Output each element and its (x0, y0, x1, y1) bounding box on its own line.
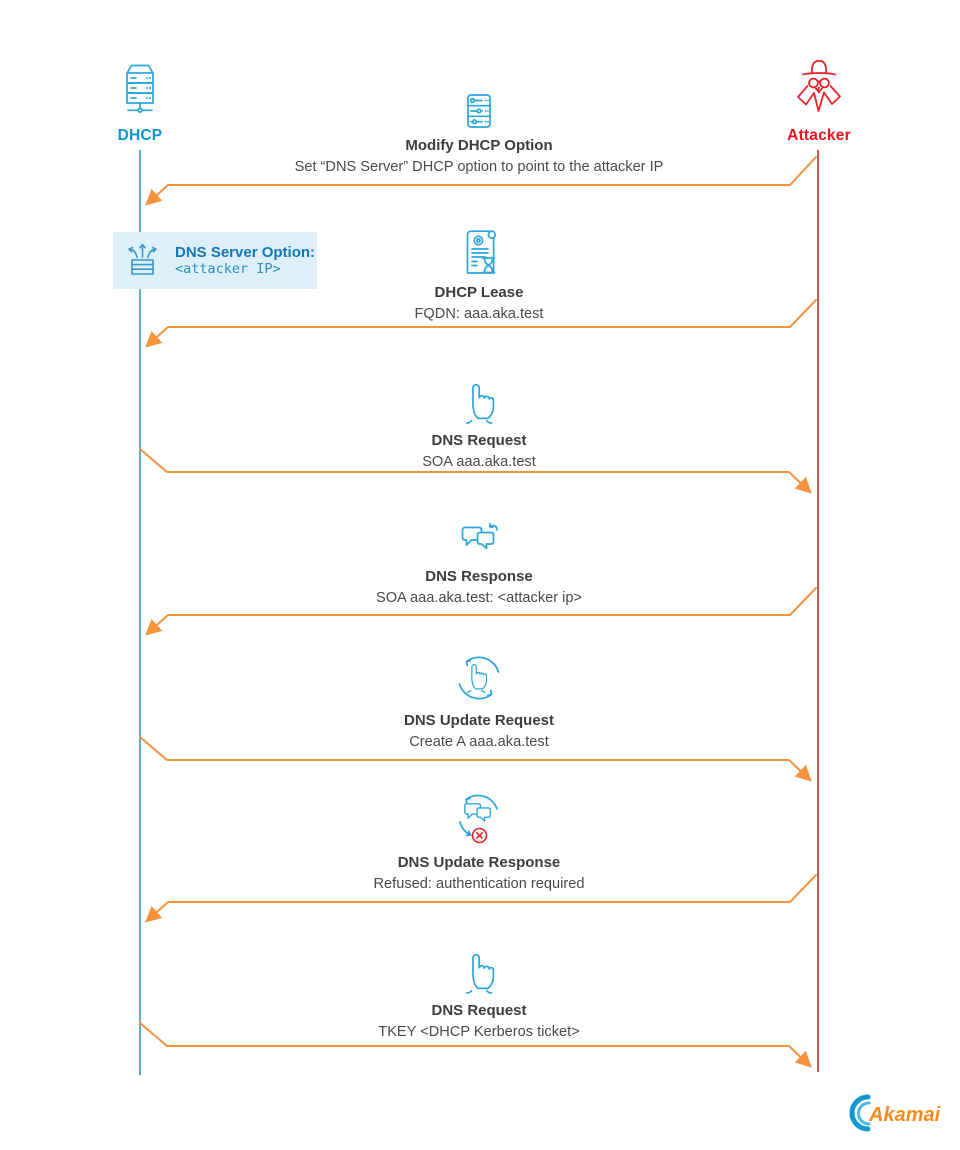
message-subtitle: Set “DNS Server” DHCP option to point to… (294, 159, 664, 175)
akamai-wordmark: Akamai (868, 1104, 941, 1126)
attacker-lifeline (817, 150, 819, 1072)
dhcp-lifeline (139, 150, 141, 1075)
actor-attacker-label: Attacker (787, 127, 851, 144)
message-dns-request-soa: DNS Request SOA aaa.aka.test (199, 379, 759, 470)
message-title: DNS Request (431, 432, 527, 449)
server-icon (116, 64, 164, 120)
note-value: <attacker IP> (175, 260, 281, 277)
akamai-logo: Akamai (842, 1092, 947, 1134)
actor-attacker: Attacker (779, 56, 859, 145)
message-title: DHCP Lease (434, 284, 524, 301)
chat-bubbles-icon (199, 521, 759, 561)
message-subtitle: SOA aaa.aka.test (422, 454, 536, 470)
actor-dhcp-label: DHCP (117, 127, 163, 144)
message-dns-response: DNS Response SOA aaa.aka.test: <attacker… (199, 521, 759, 606)
message-dns-update-response: DNS Update Response Refused: authenticat… (199, 791, 759, 892)
actor-dhcp: DHCP (100, 60, 180, 145)
message-title: Modify DHCP Option (405, 137, 553, 154)
message-subtitle: SOA aaa.aka.test: <attacker ip> (375, 590, 583, 606)
message-subtitle: Create A aaa.aka.test (409, 734, 549, 750)
message-title: DNS Update Request (403, 712, 555, 729)
note-title: DNS Server Option: (175, 243, 316, 261)
message-subtitle: TKEY <DHCP Kerberos ticket> (378, 1024, 580, 1040)
message-title: DNS Update Response (397, 854, 561, 871)
chat-refresh-error-icon (199, 791, 759, 847)
hand-click-icon (199, 379, 759, 425)
akamai-swoosh-inner (857, 1101, 871, 1126)
server-broadcast-icon (123, 237, 163, 284)
message-title: DNS Response (425, 568, 533, 585)
akamai-swoosh-outer (849, 1094, 871, 1132)
message-subtitle: FQDN: aaa.aka.test (414, 306, 544, 322)
message-dns-request-tkey: DNS Request TKEY <DHCP Kerberos ticket> (199, 949, 759, 1040)
spy-icon (791, 60, 847, 120)
message-subtitle: Refused: authentication required (373, 876, 585, 892)
lease-document-icon (199, 227, 759, 277)
hand-click-icon (199, 949, 759, 995)
message-dns-update-request: DNS Update Request Create A aaa.aka.test (199, 651, 759, 750)
message-modify-dhcp-option: Modify DHCP Option Set “DNS Server” DHCP… (199, 92, 759, 175)
dns-server-option-note: DNS Server Option: <attacker IP> (113, 232, 317, 289)
hand-click-refresh-icon (199, 651, 759, 705)
message-title: DNS Request (431, 1002, 527, 1019)
server-settings-icon (199, 92, 759, 130)
message-dhcp-lease: DHCP Lease FQDN: aaa.aka.test (199, 227, 759, 322)
